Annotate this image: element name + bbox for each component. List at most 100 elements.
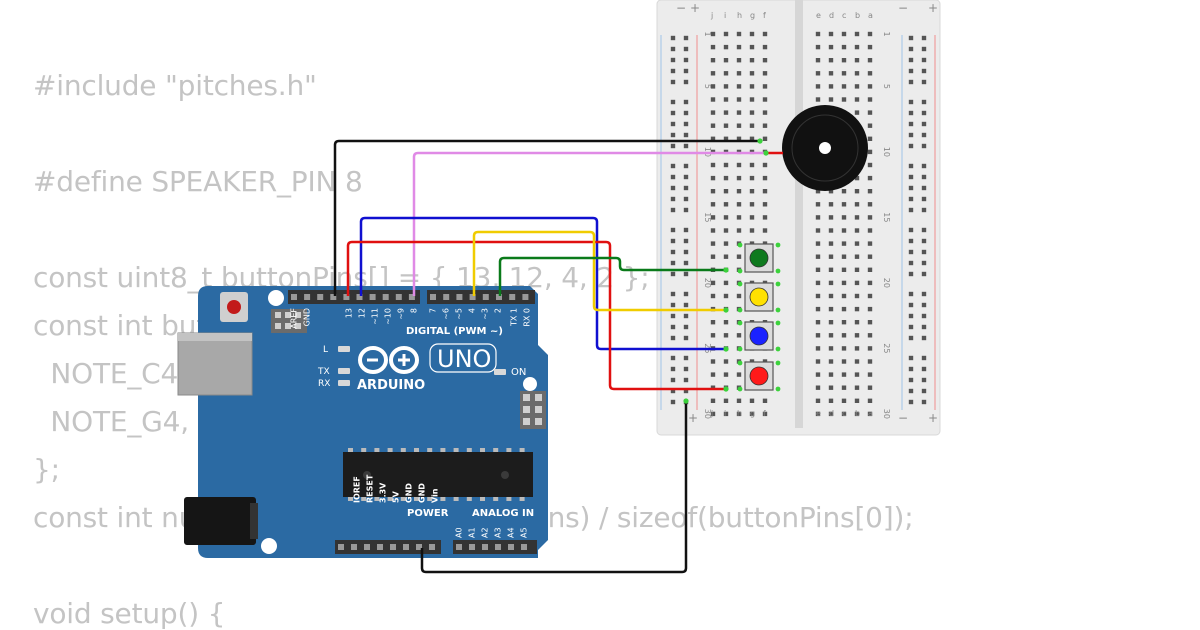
- chip-pin: [361, 448, 367, 452]
- digital-pin-label: 7: [429, 308, 438, 313]
- header-pin: [508, 544, 514, 550]
- breadboard-hole: [867, 398, 873, 403]
- rail-plus-bottom-left: +: [688, 411, 698, 425]
- breadboard-hole: [710, 84, 716, 89]
- wire-gnd-bottom: [420, 401, 688, 574]
- breadboard-hole: [815, 254, 821, 259]
- breadboard-hole: [841, 385, 847, 390]
- wire-pin2: [498, 256, 726, 296]
- arduino-logo-text: ARDUINO: [357, 378, 425, 393]
- yellow-push-button[interactable]: [737, 281, 781, 313]
- rail-hole: [921, 79, 927, 85]
- digital-pin-label: ~5: [455, 308, 464, 320]
- breadboard-hole: [762, 228, 768, 233]
- breadboard-hole: [828, 84, 834, 89]
- breadboard-hole: [723, 31, 729, 37]
- header-pin: [330, 294, 337, 300]
- rail-hole: [683, 227, 689, 233]
- chip-pin: [387, 448, 393, 452]
- breadboard-hole: [854, 84, 860, 89]
- row-number-label: 20: [882, 278, 891, 288]
- chip-pin: [400, 448, 406, 452]
- wire-endpoint: [757, 138, 763, 144]
- breadboard-hole: [723, 202, 729, 207]
- chip-pin: [466, 497, 472, 501]
- breadboard-hole: [762, 110, 768, 115]
- breadboard-hole: [736, 84, 742, 89]
- breadboard-hole: [854, 254, 860, 259]
- rail-hole: [683, 68, 689, 74]
- breadboard-hole: [723, 189, 729, 194]
- digital-pin-label: ~9: [397, 308, 406, 320]
- breadboard-hole: [828, 398, 834, 403]
- header-pin: [469, 294, 476, 300]
- digital-pin-label: ~3: [481, 308, 490, 320]
- breadboard-hole: [841, 189, 847, 194]
- breadboard-hole: [710, 31, 716, 37]
- rail-hole: [921, 46, 927, 52]
- rail-hole: [683, 291, 689, 297]
- rail-hole: [921, 121, 927, 127]
- rail-hole: [670, 249, 676, 255]
- rail-hole: [921, 249, 927, 255]
- column-label: f: [763, 11, 766, 20]
- breadboard-hole: [828, 411, 834, 417]
- rail-hole: [908, 35, 914, 41]
- wire-endpoint: [723, 346, 729, 352]
- breadboard-hole: [841, 306, 847, 312]
- wire-endpoint: [763, 150, 769, 156]
- breadboard-hole: [828, 189, 834, 194]
- rail-hole: [670, 110, 676, 116]
- breadboard-hole: [854, 189, 860, 194]
- l-led-label: L: [323, 345, 328, 355]
- breadboard-hole: [815, 202, 821, 207]
- blue-push-button[interactable]: [737, 320, 781, 352]
- row-number-label: 25: [882, 343, 891, 353]
- breadboard-hole: [841, 58, 847, 63]
- green-push-button[interactable]: [737, 242, 781, 274]
- wire-pin4: [472, 230, 726, 312]
- digital-pin-label: ~6: [442, 308, 451, 320]
- breadboard-hole: [815, 280, 821, 286]
- rail-hole: [921, 291, 927, 297]
- rail-hole: [683, 35, 689, 41]
- breadboard-hole: [867, 228, 873, 233]
- chip-pin: [519, 448, 525, 452]
- breadboard-hole: [867, 333, 873, 338]
- column-label: h: [737, 409, 742, 418]
- rail-hole: [670, 355, 676, 361]
- wire-endpoint: [723, 307, 729, 313]
- breadboard-hole: [723, 123, 729, 128]
- breadboard-hole: [815, 215, 821, 220]
- header-pin: [496, 294, 502, 300]
- rail-hole: [670, 227, 676, 233]
- breadboard-hole: [723, 333, 729, 338]
- chip-pin: [480, 448, 485, 452]
- breadboard-hole: [828, 346, 834, 351]
- rail-hole: [683, 302, 689, 308]
- piezo-buzzer[interactable]: [782, 105, 868, 191]
- arduino-uno-board[interactable]: ARDUINO UNO DIGITAL (PWM ~) POWER ANALOG…: [177, 286, 548, 558]
- rail-hole: [670, 313, 676, 319]
- breadboard-hole: [841, 44, 847, 50]
- breadboard-hole: [723, 372, 729, 377]
- rail-hole: [908, 313, 914, 319]
- analog-header-label: ANALOG IN: [472, 508, 534, 519]
- header-pin: [443, 294, 450, 300]
- breadboard-hole: [710, 333, 716, 338]
- rail-hole: [670, 121, 676, 127]
- red-push-button[interactable]: [737, 360, 781, 392]
- rail-hole: [683, 110, 689, 116]
- chip-pin: [374, 497, 380, 501]
- rail-hole: [670, 35, 676, 41]
- breadboard-hole: [867, 280, 873, 286]
- rail-hole: [683, 174, 689, 180]
- chip-pin: [361, 497, 367, 501]
- push-buttons[interactable]: [737, 242, 781, 392]
- breadboard-hole: [749, 136, 755, 141]
- row-number-label: 15: [703, 212, 712, 222]
- rail-hole: [921, 238, 927, 244]
- digital-pin-label: ~10: [384, 308, 393, 325]
